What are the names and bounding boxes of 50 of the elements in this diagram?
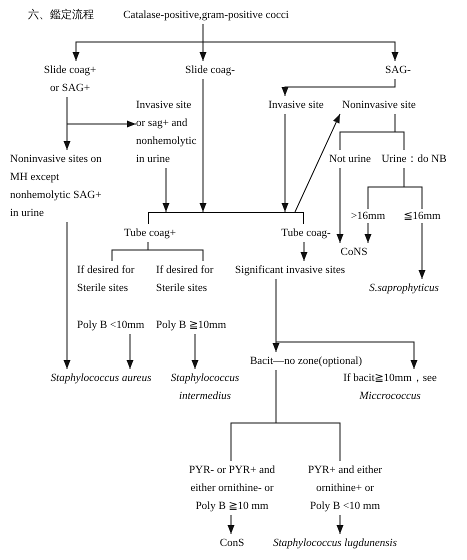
condition-text: PYR+ and either ornithine+ or Poly B <10 mm [306, 463, 384, 514]
connector-line [276, 370, 340, 462]
step-label: Not urine [329, 152, 371, 167]
arrow [300, 242, 308, 262]
arrow [336, 168, 344, 244]
step-label: Significant invasive sites [235, 263, 345, 278]
arrow [282, 114, 288, 212]
criterion-text: Poly B ≧10mm [156, 318, 226, 333]
arrow [192, 334, 198, 370]
step-label: Slide coag+ or SAG+ [42, 63, 98, 96]
organism-name: Staphylococcus lugdunensis [273, 536, 397, 551]
arrow [282, 78, 396, 96]
arrow [294, 114, 340, 212]
edge-label: >16mm [350, 209, 386, 223]
step-label: Urine：do NB [381, 152, 447, 167]
connector-line [394, 114, 404, 150]
condition-text: PYR- or PYR+ and either ornithine- or Poly B ≧10 mm [188, 463, 276, 514]
step-label: Noninvasive site [342, 98, 416, 113]
start-label: Catalase-positive,gram-positive cocci [123, 8, 289, 23]
arrow [162, 168, 170, 212]
section-title: 六、鑑定流程 [28, 8, 94, 23]
organism-name: S.saprophyticus [369, 281, 439, 296]
result-label: CoNS [340, 245, 368, 260]
condition-text: If desired for Sterile sites [77, 263, 136, 296]
arrow [404, 168, 426, 280]
arrow [228, 514, 234, 534]
step-label: SAG- [385, 63, 411, 78]
condition-text: Noninvasive sites on MH except nonhemolytic SAG+ in urine [10, 152, 103, 221]
arrow [200, 78, 206, 212]
arrow [336, 514, 344, 534]
arrow [126, 334, 134, 370]
arrow [202, 24, 398, 62]
criterion-text: Poly B <10mm [77, 318, 144, 333]
step-label: Invasive site [268, 98, 324, 113]
arrow [64, 222, 70, 370]
connector-line [303, 212, 304, 224]
organism-name: Staphylococcus aureus [50, 371, 152, 386]
note-text: If bacit≧10mm，see Miccrococcus [342, 371, 438, 404]
edge-label: ≦16mm [402, 209, 442, 223]
step-label: Tube coag- [281, 226, 331, 241]
condition-text: If desired for Sterile sites [156, 263, 214, 296]
step-label: Slide coag- [185, 63, 235, 78]
organism-name: Staphylococcus intermedius [170, 371, 240, 404]
condition-text: Invasive site or sag+ and nonhemolytic in urine [136, 98, 198, 167]
arrow [64, 96, 70, 150]
connector-line [148, 212, 149, 224]
connector-line [148, 242, 204, 262]
step-label: Tube coag+ [124, 226, 176, 241]
result-label: ConS [220, 536, 244, 551]
step-label: Bacit—no zone(optional) [250, 354, 362, 369]
